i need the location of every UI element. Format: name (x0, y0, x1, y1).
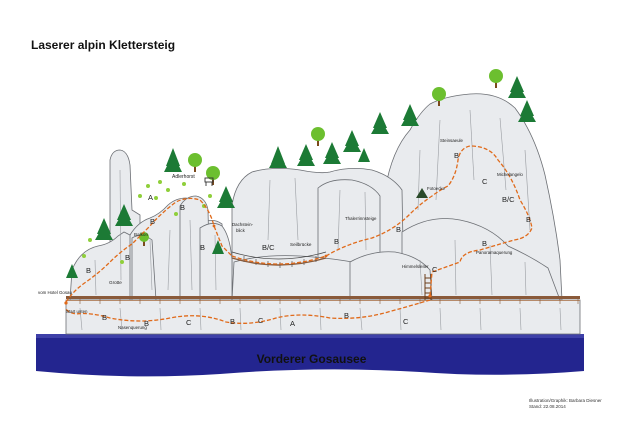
label-balkon: Balkon (134, 232, 148, 237)
grade-label: C (258, 316, 264, 325)
label-nasenquerung: Nasenquerung (118, 325, 147, 330)
grade-label: B (454, 151, 459, 160)
label-panoramaquerung: Panoramaquerung (476, 250, 513, 255)
route-stops (64, 224, 432, 305)
label-fotoecke: Fotoecke (427, 186, 446, 191)
grade-label: B (396, 225, 401, 234)
grade-label: B (200, 243, 205, 252)
grade-label: B (344, 311, 349, 320)
label-dachsteinblick-1: Dachstein- (232, 222, 254, 227)
boardwalk (66, 296, 580, 304)
label-himmelsleiter: Himmelsleiter (402, 264, 429, 269)
grade-label: B (144, 319, 149, 328)
lake-shore (36, 334, 584, 338)
mountain-range (65, 93, 581, 335)
grade-label: C (186, 318, 192, 327)
grade-label: B (150, 217, 155, 226)
label-michelangelo: Michelangelo (497, 172, 523, 177)
deciduous-tree-icon (139, 69, 503, 246)
lake-name-label: Vorderer Gosausee (256, 352, 367, 366)
lake (36, 334, 584, 377)
grade-label: B (102, 313, 107, 322)
grade-label: A (290, 319, 295, 328)
camera-tree-icon (416, 188, 428, 198)
label-steinsaeule: Steinsaeule (440, 138, 464, 143)
grade-label: C (432, 265, 438, 274)
label-seilbruecke: Seilbrücke (290, 242, 312, 247)
grade-label: B (482, 239, 487, 248)
grade-labels: A B B B B B B/C B B C B B C B/C B B B C … (86, 151, 531, 328)
grade-label: B (86, 266, 91, 275)
grade-label: A (148, 193, 153, 202)
label-adlerhorst: Adlerhorst (172, 174, 195, 180)
route-line (65, 145, 533, 324)
credit-line: Illustration/Graphik: Barbara Diesner (529, 398, 602, 403)
grade-label: B (230, 317, 235, 326)
bench-icon (204, 177, 214, 186)
page-title: Laserer alpin Klettersteig (31, 38, 176, 52)
label-thalerrinnsteige: Thalerrinnsteige (345, 216, 377, 221)
label-grotte: Grotte (109, 280, 122, 285)
grade-label: B (334, 237, 339, 246)
grade-label: C (482, 177, 488, 186)
label-vom-hotel: vom Hotel Gosau (38, 290, 72, 295)
trees (66, 69, 536, 278)
label-start: Start unten (66, 309, 88, 314)
grade-label: B/C (502, 195, 515, 204)
credit-date: Stand: 22.08.2014 (529, 404, 566, 409)
grade-label: B (526, 215, 531, 224)
grade-label: B (125, 253, 130, 262)
grade-label: B/C (262, 243, 275, 252)
place-labels: Adlerhorst Dachstein- blick Balkon Grott… (38, 138, 523, 330)
credit-block: Illustration/Graphik: Barbara Diesner St… (529, 398, 602, 410)
grade-label: B (180, 203, 185, 212)
tree-icon (66, 76, 536, 278)
rock-striations (79, 109, 562, 331)
grade-label: C (403, 317, 409, 326)
label-dachsteinblick-2: blick (236, 228, 246, 233)
